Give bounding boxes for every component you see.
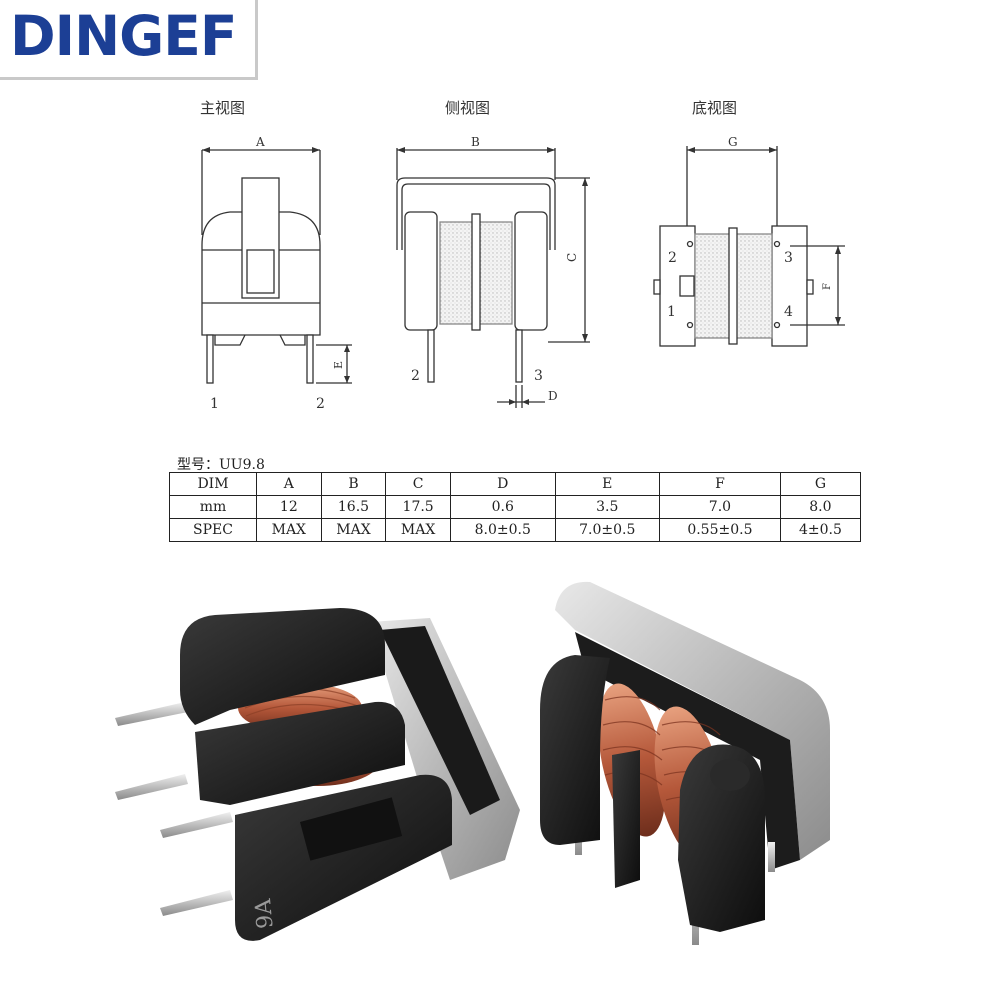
side-pin-3: 3 <box>534 368 543 384</box>
part-marking: 9A <box>251 897 279 930</box>
table-header-row: DIM A B C D E F G <box>169 472 862 496</box>
product-photo: 9A <box>115 581 830 945</box>
table-cell: D <box>449 472 556 496</box>
bottom-view-title: 底视图 <box>692 99 738 117</box>
table-cell: 12 <box>256 495 322 519</box>
bottom-pin-2: 2 <box>668 250 677 266</box>
dim-a-label: A <box>255 135 265 149</box>
table-cell: 8.0 <box>779 495 862 519</box>
brand-name: DINGEF <box>10 4 237 68</box>
dim-b-label: B <box>471 135 480 149</box>
table-cell: mm <box>169 495 257 519</box>
table-cell: 0.6 <box>449 495 556 519</box>
dim-c-label: C <box>565 253 579 262</box>
table-cell: 7.0±0.5 <box>554 518 661 542</box>
table-cell: 7.0 <box>659 495 781 519</box>
table-cell: MAX <box>256 518 322 542</box>
dim-e-label: E <box>332 361 345 369</box>
table-cell: DIM <box>169 472 257 496</box>
model-label: 型号：UU9.8 <box>177 457 265 473</box>
front-pin-2: 2 <box>316 396 325 412</box>
brand-logo: DINGEF <box>0 0 258 80</box>
side-view-drawing <box>396 147 590 408</box>
table-cell: 17.5 <box>385 495 451 519</box>
side-pin-2: 2 <box>411 368 420 384</box>
dim-g-label: G <box>728 135 738 149</box>
table-cell: SPEC <box>169 518 257 542</box>
table-row: SPEC MAX MAX MAX 8.0±0.5 7.0±0.5 0.55±0.… <box>169 518 862 542</box>
table-cell: 3.5 <box>554 495 661 519</box>
bottom-view-drawing <box>653 146 845 347</box>
bottom-pin-1: 1 <box>667 304 676 320</box>
table-cell: 16.5 <box>320 495 387 519</box>
spec-table: DIM A B C D E F G mm 12 16.5 17.5 0.6 3.… <box>169 472 862 542</box>
inductor-left: 9A <box>115 608 520 941</box>
bottom-pin-3: 3 <box>784 250 793 266</box>
dim-d-label: D <box>548 389 558 403</box>
table-cell: C <box>385 472 451 496</box>
table-cell: A <box>256 472 322 496</box>
table-cell: MAX <box>320 518 387 542</box>
table-cell: 8.0±0.5 <box>449 518 556 542</box>
dim-f-label: F <box>822 283 833 290</box>
table-row: mm 12 16.5 17.5 0.6 3.5 7.0 8.0 <box>169 495 862 519</box>
table-cell: 0.55±0.5 <box>659 518 781 542</box>
front-view-drawing <box>201 147 352 384</box>
table-cell: E <box>554 472 661 496</box>
technical-drawings: A E 1 2 B C D 2 3 <box>201 135 845 412</box>
table-cell: 4±0.5 <box>779 518 862 542</box>
table-cell: G <box>779 472 862 496</box>
table-cell: B <box>320 472 387 496</box>
front-view-title: 主视图 <box>200 99 246 117</box>
bottom-pin-4: 4 <box>784 304 793 320</box>
table-cell: MAX <box>385 518 451 542</box>
side-view-title: 侧视图 <box>445 99 491 117</box>
inductor-right <box>540 581 830 945</box>
table-cell: F <box>659 472 781 496</box>
front-pin-1: 1 <box>210 396 219 412</box>
